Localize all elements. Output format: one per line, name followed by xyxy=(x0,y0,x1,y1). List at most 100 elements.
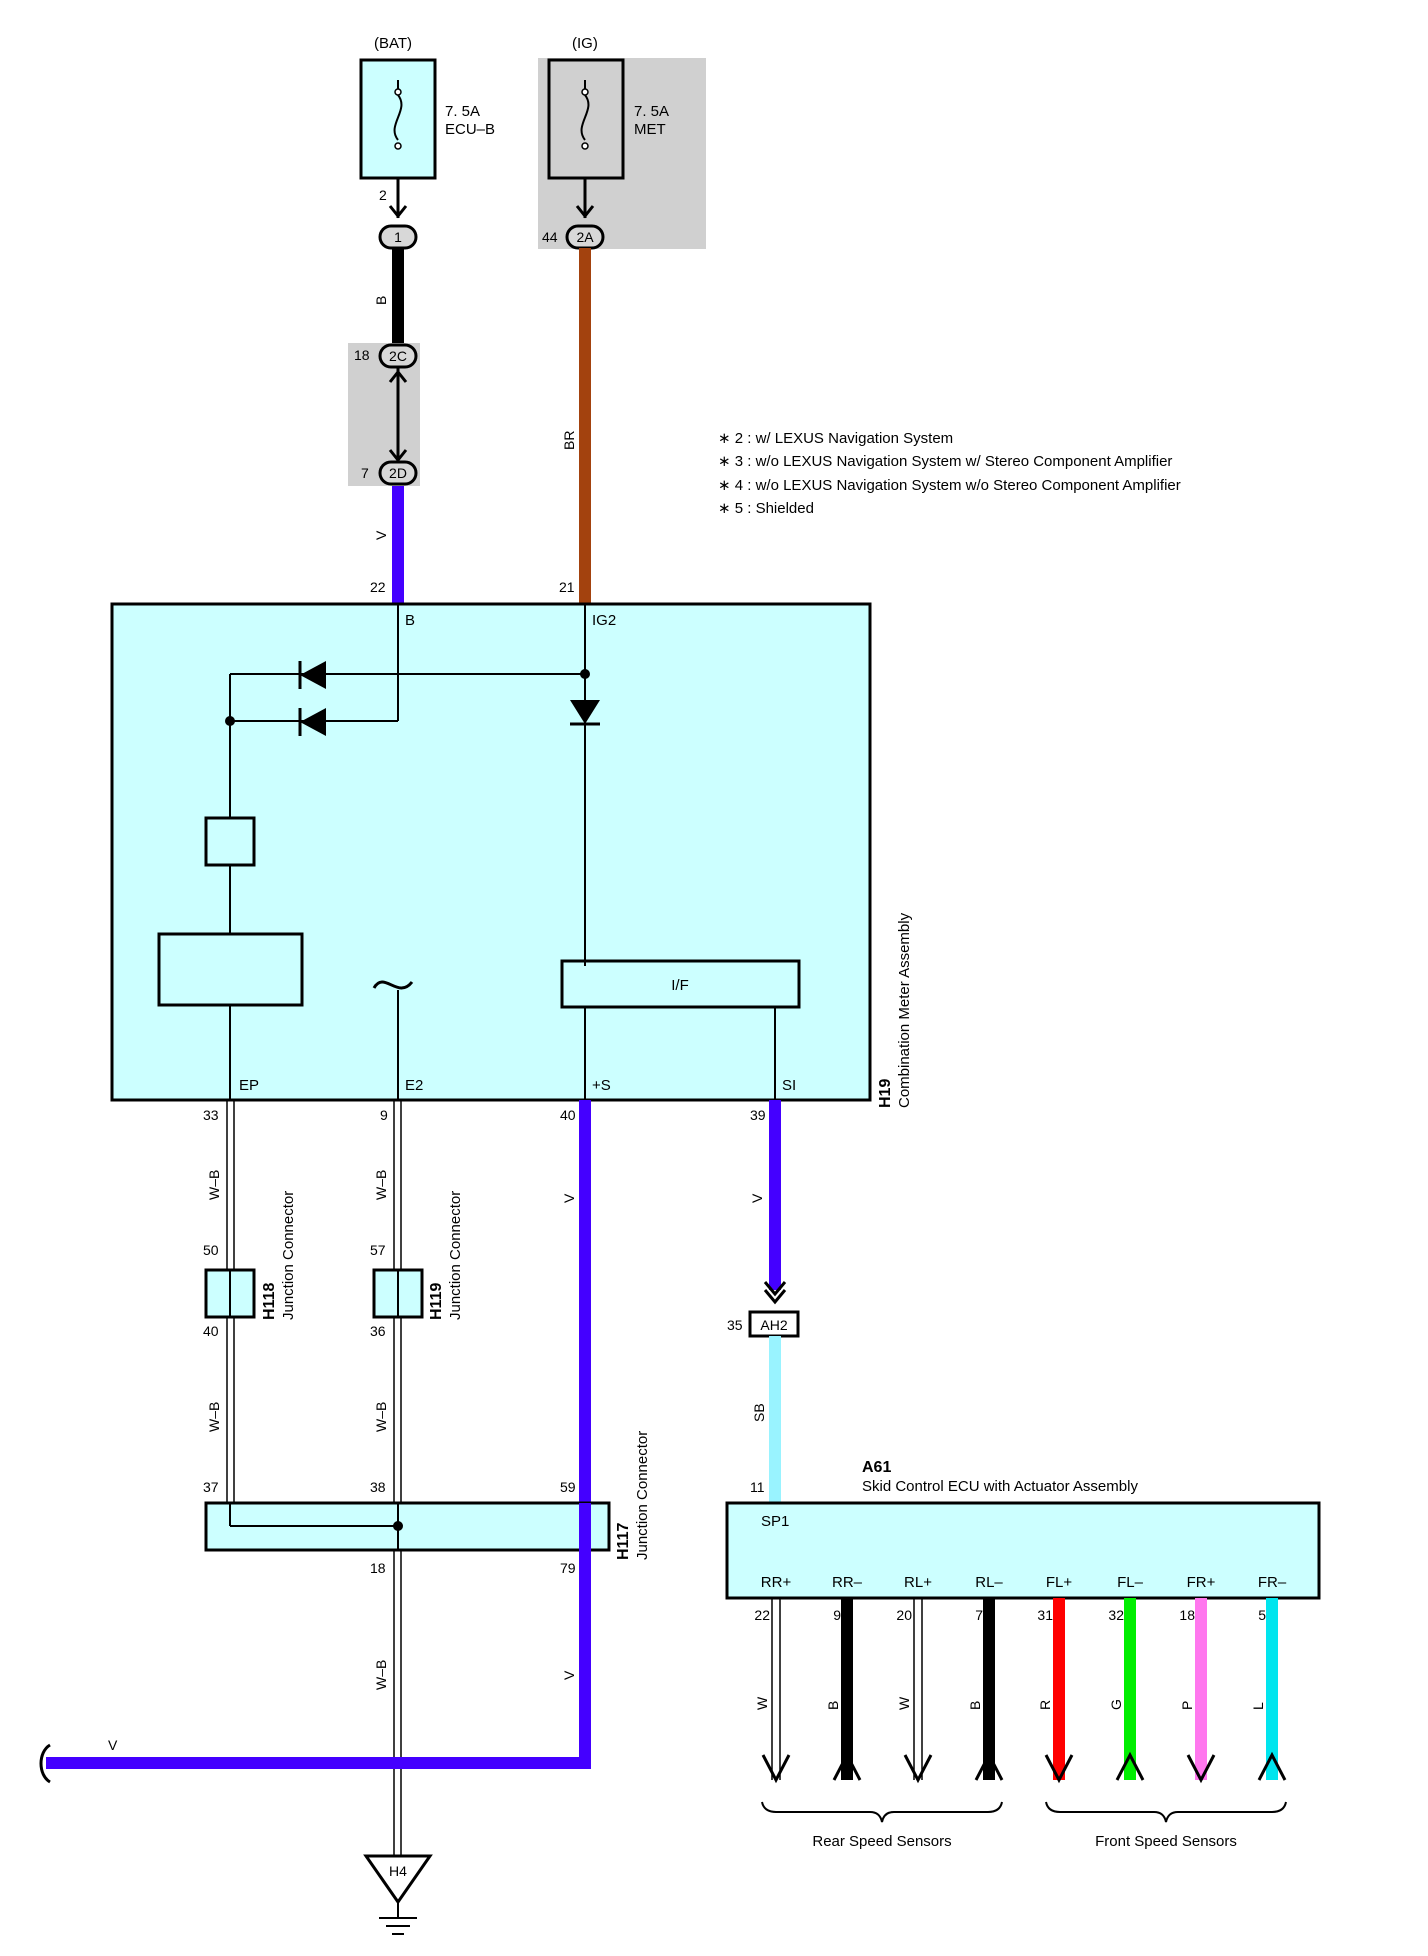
pin-number: 20 xyxy=(896,1607,912,1623)
fuse-rating: 7. 5A xyxy=(445,103,480,120)
terminal-plus-s: +S xyxy=(592,1077,611,1094)
terminal-e2: E2 xyxy=(405,1077,423,1094)
pin-number: 22 xyxy=(370,579,386,595)
wire-color-label: V xyxy=(749,1193,765,1203)
arrow-up-icon xyxy=(974,1751,1004,1781)
wire-color-label: W–B xyxy=(206,1170,222,1200)
svg-text:I/F: I/F xyxy=(671,977,689,994)
connector-ah2: 35 AH2 xyxy=(727,1310,800,1338)
wire-color-label: P xyxy=(1179,1701,1195,1710)
arrow-up-icon xyxy=(1257,1751,1287,1781)
wire-color-label: L xyxy=(1250,1702,1266,1710)
svg-text:Rear Speed Sensors: Rear Speed Sensors xyxy=(812,1833,951,1850)
pin-number: 2 xyxy=(379,187,387,203)
arrow-down-icon xyxy=(903,1754,933,1784)
junction-connector-h118: H118 Junction Connector 40 xyxy=(203,1191,297,1339)
pin-number: 37 xyxy=(203,1479,219,1495)
note-3: ∗ 3 : w/o LEXUS Navigation System w/ Ste… xyxy=(718,453,1172,470)
pin-number: 79 xyxy=(560,1560,576,1576)
component-code: A61 xyxy=(862,1459,891,1476)
fuse-name: MET xyxy=(634,121,666,138)
pin-number: 38 xyxy=(370,1479,386,1495)
fuse-rating: 7. 5A xyxy=(634,103,669,120)
combination-meter-assembly: B IG2 I/F EP E2 +S SI H19 Combination xyxy=(110,602,913,1108)
note-4: ∗ 4 : w/o LEXUS Navigation System w/o St… xyxy=(718,477,1181,494)
note-2: ∗ 2 : w/ LEXUS Navigation System xyxy=(718,430,953,447)
junction-connector-h117: H117 Junction Connector xyxy=(204,1431,651,1560)
wire-color-label: B xyxy=(373,296,389,305)
arrow-down-icon xyxy=(1186,1754,1216,1784)
junction-connector-h119: H119 Junction Connector 36 xyxy=(370,1191,464,1339)
ecu-terminal-label: FR+ xyxy=(1187,1574,1216,1591)
ecu-terminal-label: RL– xyxy=(975,1574,1003,1591)
fuse-element-icon xyxy=(580,94,590,141)
pin-number: 39 xyxy=(750,1107,766,1123)
wire-color-label: W–B xyxy=(373,1170,389,1200)
svg-text:18: 18 xyxy=(354,347,370,363)
wire-e2: 9 W–B 57 xyxy=(370,1100,402,1270)
svg-text:2A: 2A xyxy=(576,229,594,245)
pin-number: 32 xyxy=(1108,1607,1124,1623)
wire-color-label: G xyxy=(1108,1699,1124,1710)
pin-number: 59 xyxy=(560,1479,576,1495)
junction-block: 18 2C 7 2D xyxy=(348,343,420,486)
wire-color-label: W–B xyxy=(373,1402,389,1432)
fuse-name: ECU–B xyxy=(445,121,495,138)
component-name: Combination Meter Assembly xyxy=(896,912,913,1108)
wire-color-label: R xyxy=(1037,1700,1053,1710)
svg-text:9: 9 xyxy=(380,1107,388,1123)
rear-sensor-group: Rear Speed Sensors xyxy=(761,1801,1003,1850)
terminal-ig2: IG2 xyxy=(592,612,616,629)
ecu-terminal-label: RR+ xyxy=(761,1574,792,1591)
svg-text:AH2: AH2 xyxy=(760,1317,787,1333)
pin-number: 7 xyxy=(975,1607,983,1623)
fuse-element-icon xyxy=(393,94,403,141)
svg-text:H119: H119 xyxy=(428,1283,445,1320)
svg-text:40: 40 xyxy=(203,1323,219,1339)
diode-icon xyxy=(300,661,326,689)
wire-color-label: V xyxy=(561,1670,577,1680)
skid-control-ecu: A61 Skid Control ECU with Actuator Assem… xyxy=(725,1459,1321,1600)
pin-number: 18 xyxy=(1179,1607,1195,1623)
ecu-terminal-label: RL+ xyxy=(904,1574,932,1591)
arrow-down-icon xyxy=(761,1754,791,1784)
arrow-up-icon xyxy=(832,1751,862,1781)
wire-color-label: W–B xyxy=(206,1402,222,1432)
ac-signal-icon xyxy=(372,980,414,990)
connector-1: 1 xyxy=(378,224,418,250)
ecu-terminal-labels: RR+RR–RL+RL–FL+FL–FR+FR– xyxy=(761,1574,1287,1591)
pin-number: 18 xyxy=(370,1560,386,1576)
connector-2a: 2A xyxy=(565,224,605,250)
wire-color-label: V xyxy=(108,1737,118,1753)
svg-text:57: 57 xyxy=(370,1242,386,1258)
fuse-source-label: (IG) xyxy=(572,35,598,52)
arrow-up-icon xyxy=(1115,1751,1145,1781)
component-code: H19 xyxy=(877,1079,894,1108)
pin-number: 9 xyxy=(833,1607,841,1623)
terminal-b: B xyxy=(405,612,415,629)
terminal-sp1: SP1 xyxy=(761,1513,789,1530)
pin-number: 44 xyxy=(542,229,558,245)
svg-text:33: 33 xyxy=(203,1107,219,1123)
svg-text:H118: H118 xyxy=(261,1283,278,1320)
notes: ∗ 2 : w/ LEXUS Navigation System ∗ 3 : w… xyxy=(718,430,1181,517)
pin-number: 21 xyxy=(559,579,575,595)
svg-text:Junction Connector: Junction Connector xyxy=(280,1191,297,1320)
wire-color-label: W xyxy=(896,1696,912,1710)
wire-break-icon xyxy=(39,1743,51,1784)
svg-text:Junction Connector: Junction Connector xyxy=(447,1191,464,1320)
diode-icon xyxy=(300,708,326,736)
svg-text:35: 35 xyxy=(727,1317,743,1333)
pin-number: 22 xyxy=(754,1607,770,1623)
ecu-terminal-label: RR– xyxy=(832,1574,863,1591)
fuse-met: (IG) 7. 5A MET xyxy=(538,35,706,249)
wire-color-label: BR xyxy=(561,431,577,450)
svg-text:Junction Connector: Junction Connector xyxy=(634,1431,651,1560)
ecu-terminal-label: FL+ xyxy=(1046,1574,1073,1591)
wire-ep: 33 W–B 50 xyxy=(203,1100,235,1270)
wire-color-label: B xyxy=(825,1701,841,1710)
svg-text:36: 36 xyxy=(370,1323,386,1339)
svg-text:50: 50 xyxy=(203,1242,219,1258)
pin-number: 40 xyxy=(560,1107,576,1123)
